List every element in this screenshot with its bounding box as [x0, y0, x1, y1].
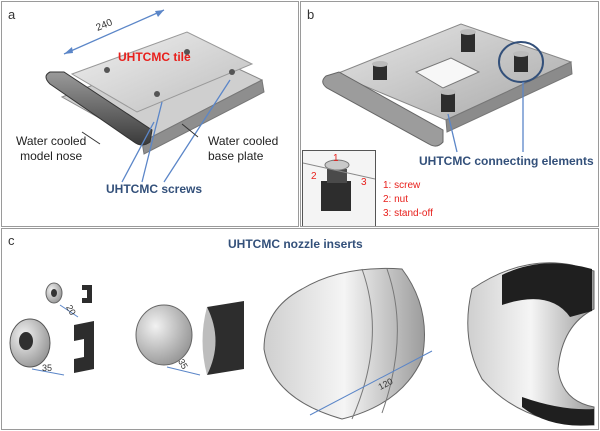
nut: [327, 169, 347, 183]
nose-label-line1: Water cooled: [16, 134, 87, 148]
screws-label: UHTCMC screws: [106, 182, 203, 196]
dimension-arrow-240: [63, 9, 165, 55]
highlight-circle: [498, 41, 544, 83]
uhtcmc-tile: [70, 31, 254, 113]
panel-label-a: a: [8, 7, 16, 22]
inset-number-2: 2: [311, 171, 317, 182]
panel-c-drawing: [9, 262, 595, 426]
small-split-ring: [82, 285, 92, 303]
panel-label-b: b: [307, 7, 315, 22]
large-cylinder: [263, 267, 425, 420]
model-nose: [322, 71, 444, 147]
large-split-dark-edge: [502, 263, 592, 317]
nose-label: Water cooled model nose: [16, 134, 86, 164]
tile-screw-hole: [184, 49, 190, 55]
legend-item-nut: 2: nut: [383, 194, 409, 205]
plate-cutout: [414, 57, 481, 89]
connecting-element: [513, 51, 529, 72]
nozzle-inserts-title: UHTCMC nozzle inserts: [228, 237, 363, 251]
nose-pointer-line: [81, 131, 101, 145]
inset-drawing: [303, 159, 375, 211]
panel-b: b UHTCMC connecting elements 1 2 3 1: sc…: [300, 1, 599, 227]
stand-off: [321, 181, 351, 211]
medium-split-ring: [74, 321, 94, 373]
tile-label: UHTCMC tile: [118, 50, 191, 64]
connecting-element: [372, 61, 388, 80]
inset-number-1: 1: [333, 153, 339, 164]
medium-ring-hole: [19, 332, 33, 350]
base-label: Water cooled base plate: [208, 134, 278, 164]
cylinder-segment-line: [381, 268, 398, 414]
panel-a: a UHTCMC tile 240 Water cooled model nos…: [1, 1, 299, 227]
dimension-35-small: 35: [42, 363, 53, 373]
dimension-arrow-35: [166, 366, 201, 376]
base-label-line1: Water cooled: [208, 134, 279, 148]
panel-b-drawing: [322, 23, 573, 153]
inset-number-3: 3: [361, 177, 367, 188]
panel-c: c UHTCMC nozzle inserts 20 35 35 120: [1, 228, 599, 430]
disk-split-face: [202, 307, 216, 375]
nose-label-line2: model nose: [20, 149, 83, 163]
screw-pointer-arrow: [121, 121, 155, 183]
base-plate-side: [141, 79, 265, 155]
dimension-arrow-35: [31, 368, 65, 376]
arrow-head: [155, 10, 164, 17]
legend-item-stand-off: 3: stand-off: [383, 208, 433, 219]
screw-pointer-arrow: [141, 101, 163, 183]
screw-head: [324, 159, 350, 171]
connecting-element: [440, 89, 456, 112]
panel-a-drawing: [45, 9, 265, 183]
base-label-line2: base plate: [208, 149, 264, 163]
connecting-element: [460, 29, 476, 52]
large-split-dark-edge: [522, 397, 594, 426]
arrow-head: [64, 47, 73, 54]
connecting-elements-label: UHTCMC connecting elements: [419, 154, 594, 168]
connecting-pointer-arrow: [447, 113, 458, 153]
base-pointer-line: [181, 123, 199, 138]
disk-split-insert: [207, 301, 244, 375]
cylinder-segment-line: [351, 268, 373, 420]
small-ring-hole: [51, 289, 57, 297]
tile-screw-hole: [154, 91, 160, 97]
tile-screw-hole: [104, 67, 110, 73]
model-nose: [45, 71, 153, 146]
inset-legend: 1: screw 2: nut 3: stand-off: [383, 180, 433, 220]
dimension-arrow-20: [59, 304, 79, 318]
legend-item-screw: 1: screw: [383, 180, 421, 191]
panel-label-c: c: [8, 233, 15, 248]
detail-inset: 1 2 3: [302, 150, 376, 226]
dimension-arrow-120: [309, 350, 433, 416]
screw-pointer-arrow: [163, 79, 231, 183]
tile-screw-hole: [229, 69, 235, 75]
disk-insert: [135, 304, 193, 366]
inset-plate-line: [303, 162, 375, 180]
